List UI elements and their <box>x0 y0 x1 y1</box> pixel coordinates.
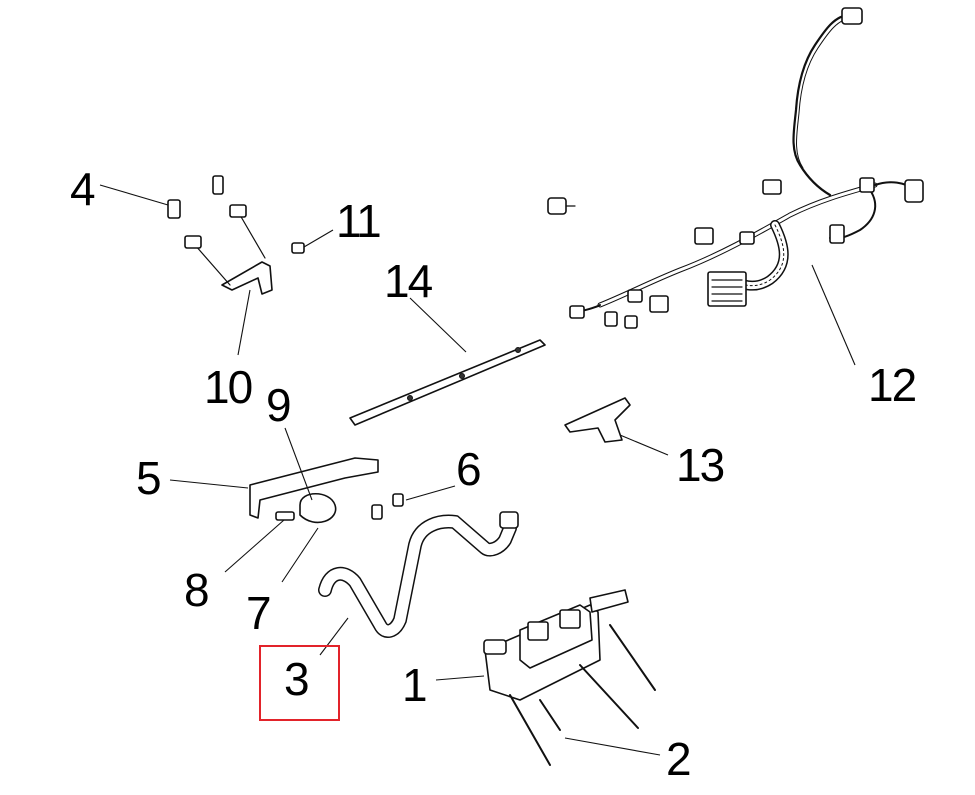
bracket-part-13 <box>564 397 631 443</box>
highlight-box <box>259 645 340 721</box>
callout-8: 8 <box>184 564 210 616</box>
module-part-1 <box>483 589 656 766</box>
callout-2: 2 <box>666 733 692 785</box>
clamp-and-fasteners-parts-6-7-8-9 <box>275 492 404 524</box>
callout-7: 7 <box>246 587 272 639</box>
callout-9: 9 <box>266 379 292 431</box>
strap-part-14 <box>349 339 546 426</box>
callout-11: 11 <box>336 195 382 247</box>
wiring-harness-part-12 <box>547 7 924 329</box>
callout-1: 1 <box>402 659 428 711</box>
bracket-part-5 <box>249 457 379 519</box>
bracket-assembly-parts-4-10-11 <box>167 175 305 295</box>
callout-3-highlighted: 3 <box>284 653 310 705</box>
callout-10: 10 <box>204 361 253 413</box>
callout-13: 13 <box>676 439 725 491</box>
leader-lines <box>99 184 856 756</box>
callout-5: 5 <box>136 452 162 504</box>
callout-6: 6 <box>456 443 482 495</box>
callout-14: 14 <box>384 255 433 307</box>
callout-4: 4 <box>70 163 96 215</box>
callout-12: 12 <box>868 359 917 411</box>
pipe-part-3 <box>318 511 519 638</box>
